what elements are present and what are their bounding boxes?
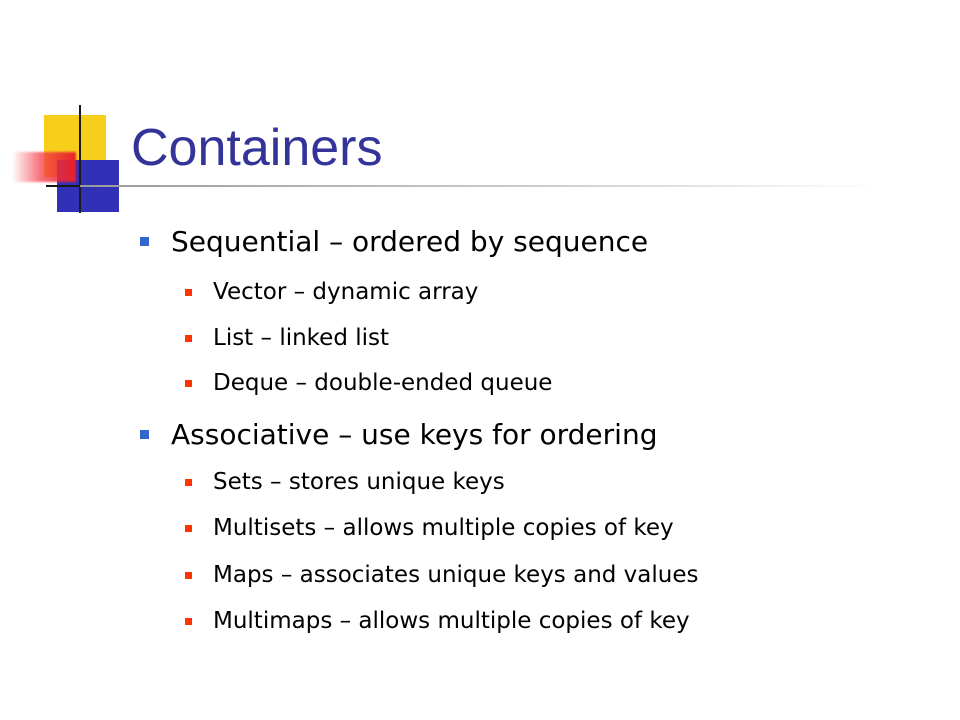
square-bullet-icon — [140, 430, 149, 439]
logo-vertical-line — [79, 105, 81, 213]
square-bullet-icon — [185, 525, 192, 532]
logo-red-streak — [12, 152, 76, 182]
square-bullet-icon — [140, 237, 149, 246]
list-item-label: Maps – associates unique keys and values — [213, 562, 699, 588]
square-bullet-icon — [185, 572, 192, 579]
list-item-label: Associative – use keys for ordering — [171, 418, 658, 451]
square-bullet-icon — [185, 479, 192, 486]
list-item-label: Sequential – ordered by sequence — [171, 225, 649, 258]
list-item-label: Vector – dynamic array — [213, 279, 479, 305]
list-item-label: List – linked list — [213, 325, 390, 351]
list-item-label: Deque – double-ended queue — [213, 370, 553, 396]
list-item-label: Multisets – allows multiple copies of ke… — [213, 515, 674, 541]
list-item-label: Multimaps – allows multiple copies of ke… — [213, 608, 690, 634]
square-bullet-icon — [185, 618, 192, 625]
slide-title: Containers — [131, 119, 383, 177]
list-item-label: Sets – stores unique keys — [213, 469, 505, 495]
square-bullet-icon — [185, 335, 192, 342]
square-bullet-icon — [185, 380, 192, 387]
title-underline — [80, 185, 880, 187]
square-bullet-icon — [185, 289, 192, 296]
